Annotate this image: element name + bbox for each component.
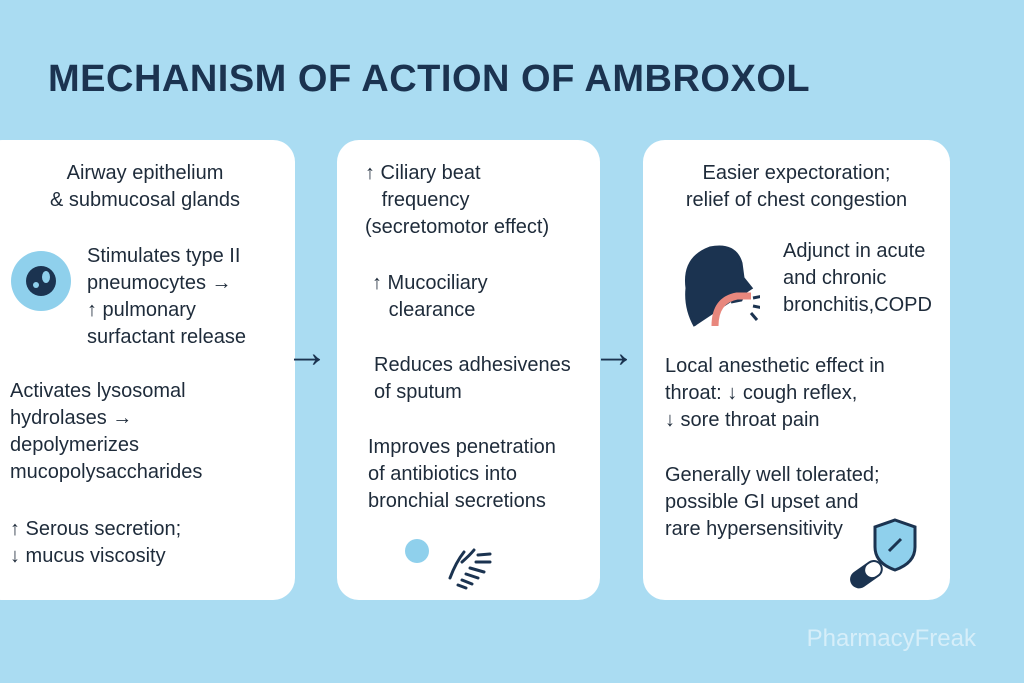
col1-serous-text: ↑ Serous secretion; ↓ mucus viscosity <box>10 518 182 567</box>
pneumocyte-icon <box>11 251 71 311</box>
col3-bronchitis-text: Adjunct in acute and chronic bronchitis,… <box>783 240 932 316</box>
col1-surfactant-text: Stimulates type II pneumocytes → ↑ pulmo… <box>87 245 246 348</box>
col2-adhesiveness-text: Reduces adhesivenes of sputum <box>374 354 571 403</box>
shield-pill-icon <box>850 518 917 589</box>
col2-penetration-text: Improves penetration of antibiotics into… <box>368 436 556 512</box>
page-title: MECHANISM OF ACTION OF AMBROXOL <box>48 58 811 100</box>
arrow-icon: → <box>285 328 329 377</box>
coughing-person-icon <box>684 245 760 327</box>
col2-ciliary-text: ↑ Ciliary beat frequency (secretomotor e… <box>365 162 550 238</box>
arrow-icon: → <box>592 328 636 377</box>
watermark: PharmacyFreak <box>806 625 976 652</box>
col3-tolerability-text: Generally well tolerated; possible GI up… <box>665 464 880 540</box>
col2-clearance-text: ↑ Mucociliary clearance <box>372 272 488 321</box>
cilia-icon <box>405 539 492 590</box>
col3-heading: Easier expectoration; relief of chest co… <box>685 162 908 211</box>
card-epithelium <box>0 140 295 600</box>
col1-hydrolases-text: Activates lysosomal hydrolases → depolym… <box>10 380 203 483</box>
col3-anesthetic-text: Local anesthetic effect in throat: ↓ cou… <box>665 355 885 431</box>
card-clearance <box>337 140 600 600</box>
col1-heading: Airway epithelium & submucosal glands <box>49 162 241 211</box>
